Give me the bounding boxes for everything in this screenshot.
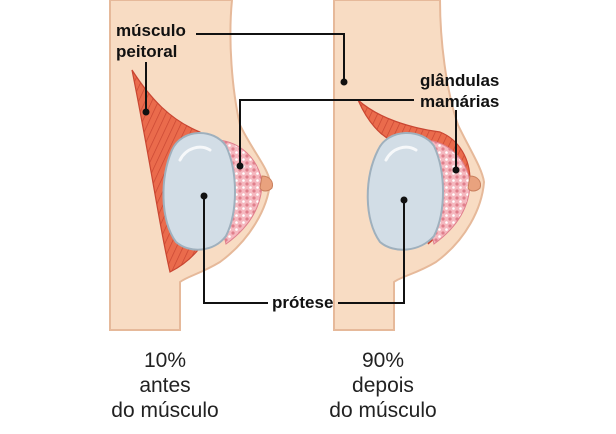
implant-leader-right	[338, 200, 405, 304]
right-implant-shine	[384, 145, 418, 162]
implant-dot-right	[400, 196, 408, 204]
implant-dot-left	[200, 192, 208, 200]
muscle-label: músculo peitoral	[116, 20, 186, 62]
right-caption: 90% depois do músculo	[293, 348, 473, 423]
left-nipple	[259, 175, 273, 192]
muscle-dot-right	[340, 78, 348, 86]
muscle-leader-right	[196, 33, 345, 82]
gland-dot-right	[452, 166, 460, 174]
muscle-label-line2: peitoral	[116, 42, 178, 61]
right-caption-line2: do músculo	[329, 399, 437, 422]
right-implant	[366, 132, 444, 251]
right-caption-line1: depois	[352, 374, 414, 397]
gland-dot-left	[236, 162, 244, 170]
implant-leader-left	[203, 196, 268, 304]
gland-leader-left	[239, 99, 414, 166]
left-caption: 10% antes do músculo	[75, 348, 255, 423]
glands-label-line2: mamárias	[420, 92, 500, 111]
right-caption-percent: 90%	[361, 349, 405, 372]
left-caption-percent: 10%	[143, 349, 187, 372]
left-implant	[162, 132, 236, 251]
left-breast-figure	[109, 0, 273, 331]
glands-label: glândulas mamárias	[420, 70, 499, 112]
right-breast-figure	[333, 0, 486, 331]
glands-label-line1: glândulas	[420, 71, 500, 90]
leader-dots	[142, 78, 460, 204]
left-caption-line2: do músculo	[111, 399, 219, 422]
implant-label: prótese	[272, 292, 333, 313]
muscle-dot-left	[142, 108, 150, 116]
implant-label-text: prótese	[272, 293, 334, 312]
left-caption-line1: antes	[139, 374, 191, 397]
right-nipple	[467, 175, 481, 192]
left-implant-shine	[178, 145, 212, 162]
leader-lines	[145, 33, 457, 304]
muscle-label-line1: músculo	[116, 21, 186, 40]
